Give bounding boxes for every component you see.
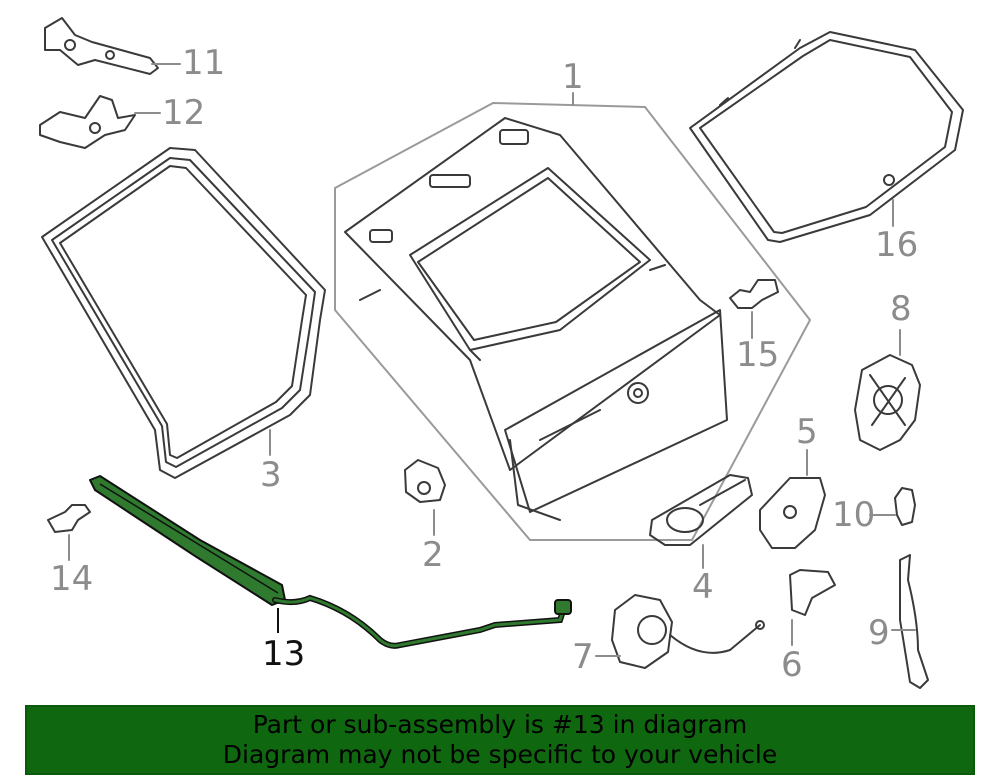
callout-2: 2 <box>422 535 444 575</box>
part-1-liftgate <box>334 102 811 541</box>
banner-line-disclaimer: Diagram may not be specific to your vehi… <box>222 740 778 769</box>
callout-4: 4 <box>692 567 714 607</box>
callout-13: 13 <box>262 634 306 674</box>
part-10-bracket <box>894 487 916 526</box>
part-6-striker <box>789 569 836 616</box>
parts-diagram <box>39 17 964 689</box>
callout-14: 14 <box>50 559 94 599</box>
callout-12: 12 <box>162 93 206 133</box>
part-12-bracket <box>39 95 136 149</box>
part-3-weatherstrip <box>41 147 326 479</box>
part-16-glass <box>689 31 964 243</box>
part-8-latch <box>854 354 921 451</box>
info-banner: Part or sub-assembly is #13 in diagram D… <box>25 705 975 775</box>
part-11-hinge <box>44 17 159 75</box>
callout-16: 16 <box>875 225 919 265</box>
callout-1: 1 <box>562 57 584 97</box>
part-7-lock <box>611 594 765 669</box>
part-14-stop <box>47 504 91 533</box>
part-13-strut <box>89 475 572 649</box>
callout-10: 10 <box>832 495 876 535</box>
callout-11: 11 <box>182 43 226 83</box>
callout-9: 9 <box>868 613 890 653</box>
part-5-latch <box>759 477 826 549</box>
callout-15: 15 <box>736 335 780 375</box>
part-15-clip <box>729 279 779 309</box>
part-9-cable <box>899 554 929 689</box>
callout-8: 8 <box>890 289 912 329</box>
part-4-actuator <box>649 474 753 546</box>
callout-7: 7 <box>572 637 594 677</box>
banner-line-part: Part or sub-assembly is #13 in diagram <box>252 710 748 739</box>
callout-6: 6 <box>781 645 803 685</box>
part-2-bumper <box>404 459 446 503</box>
callout-3: 3 <box>260 455 282 495</box>
callout-5: 5 <box>796 412 818 452</box>
